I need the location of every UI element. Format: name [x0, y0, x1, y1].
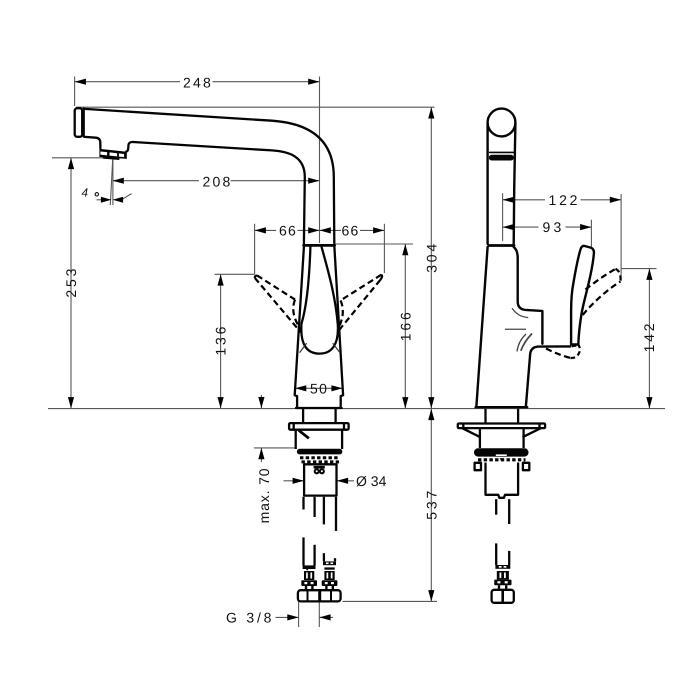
svg-text:253: 253 [63, 266, 79, 298]
svg-text:50: 50 [310, 380, 328, 396]
svg-text:248: 248 [183, 75, 213, 91]
svg-text:93: 93 [543, 219, 565, 235]
svg-text:4: 4 [82, 185, 91, 199]
svg-text:66: 66 [342, 222, 360, 238]
svg-text:G 3/8: G 3/8 [226, 610, 274, 626]
svg-text:142: 142 [641, 321, 657, 353]
svg-text:537: 537 [423, 488, 439, 520]
svg-text:208: 208 [203, 174, 233, 190]
svg-text:304: 304 [423, 241, 439, 273]
svg-text:166: 166 [397, 309, 413, 341]
svg-text:122: 122 [549, 192, 581, 208]
svg-text:Ø 34: Ø 34 [356, 473, 387, 489]
svg-text:max. 70: max. 70 [256, 468, 272, 524]
svg-text:66: 66 [279, 222, 297, 238]
svg-text:136: 136 [213, 324, 229, 356]
